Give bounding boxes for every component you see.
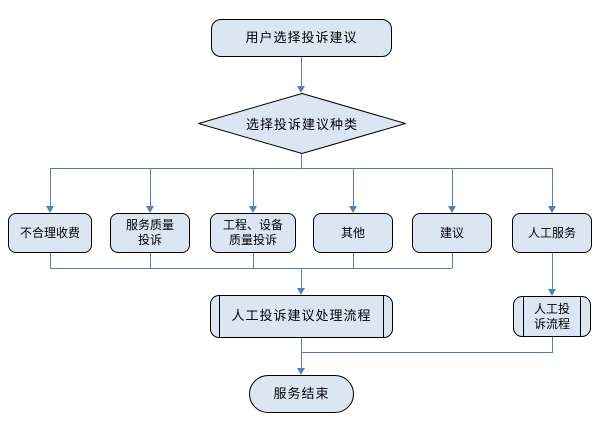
node-service-quality: 服务质量 投诉 bbox=[110, 213, 190, 253]
predefined-right-bar bbox=[580, 296, 581, 337]
arrowhead-branch-4 bbox=[349, 206, 357, 213]
node-suggestion: 建议 bbox=[412, 213, 492, 253]
connector-process-to-end bbox=[301, 338, 302, 368]
node-manual-complaint-process-line2: 诉流程 bbox=[533, 316, 570, 331]
arrowhead-into-manual-complaint bbox=[548, 289, 556, 296]
arrowhead-branch-5 bbox=[448, 206, 456, 213]
node-end: 服务结束 bbox=[249, 375, 354, 413]
node-service-quality-line1: 服务质量 bbox=[125, 218, 174, 232]
arrowhead-branch-6 bbox=[548, 206, 556, 213]
node-suggestion-label: 建议 bbox=[439, 225, 464, 240]
connector-collect-2 bbox=[150, 253, 151, 268]
node-manual-complaint-suggestion-process: 人工投诉建议处理流程 bbox=[210, 295, 393, 338]
decision-diamond bbox=[198, 93, 406, 154]
node-manual-complaint-suggestion-process-label: 人工投诉建议处理流程 bbox=[231, 309, 372, 324]
connector-complaint-down bbox=[552, 337, 553, 353]
connector-decision-stub bbox=[301, 154, 302, 168]
arrowhead-into-manual-process bbox=[297, 288, 305, 295]
node-unreasonable-fee: 不合理收费 bbox=[8, 213, 92, 253]
connector-distribution-line bbox=[50, 168, 552, 169]
connector-bottom-join-line bbox=[301, 352, 553, 353]
connector-collector-line bbox=[50, 268, 452, 269]
connector-branch-1 bbox=[50, 168, 51, 206]
connector-collect-1 bbox=[50, 253, 51, 268]
node-engineering-equipment-line1: 工程、设备 bbox=[222, 218, 283, 232]
node-manual-service-label: 人工服务 bbox=[527, 225, 576, 240]
connector-manual-service-down bbox=[552, 253, 553, 289]
predefined-left-bar bbox=[219, 295, 220, 338]
connector-branch-5 bbox=[452, 168, 453, 206]
arrowhead-branch-3 bbox=[249, 206, 257, 213]
predefined-left-bar bbox=[523, 296, 524, 337]
connector-branch-3 bbox=[253, 168, 254, 206]
node-manual-complaint-process-line1: 人工投 bbox=[533, 301, 570, 316]
node-engineering-equipment-line2: 质量投诉 bbox=[228, 233, 277, 247]
node-engineering-equipment: 工程、设备 质量投诉 bbox=[210, 213, 296, 253]
connector-collect-4 bbox=[353, 253, 354, 268]
arrowhead-into-end bbox=[297, 368, 305, 375]
node-manual-service: 人工服务 bbox=[512, 213, 592, 253]
predefined-right-bar bbox=[383, 295, 384, 338]
node-end-label: 服务结束 bbox=[273, 386, 330, 402]
node-other: 其他 bbox=[313, 213, 393, 253]
arrowhead-branch-2 bbox=[146, 206, 154, 213]
node-other-label: 其他 bbox=[340, 225, 365, 240]
connector-branch-4 bbox=[353, 168, 354, 206]
connector-branch-2 bbox=[150, 168, 151, 206]
decision-diamond-label: 选择投诉建议种类 bbox=[245, 118, 358, 133]
arrowhead-branch-1 bbox=[46, 206, 54, 213]
node-service-quality-line2: 投诉 bbox=[137, 233, 162, 247]
connector-collect-5 bbox=[452, 253, 453, 268]
connector-branch-6 bbox=[552, 168, 553, 206]
connector-start-decision bbox=[301, 57, 302, 87]
node-start: 用户选择投诉建议 bbox=[211, 19, 392, 57]
node-manual-complaint-process: 人工投 诉流程 bbox=[513, 296, 591, 337]
connector-to-manual-process bbox=[301, 268, 302, 288]
node-start-label: 用户选择投诉建议 bbox=[245, 30, 358, 46]
arrowhead-into-decision bbox=[297, 86, 305, 93]
connector-collect-3 bbox=[253, 253, 254, 268]
node-unreasonable-fee-label: 不合理收费 bbox=[19, 225, 80, 240]
